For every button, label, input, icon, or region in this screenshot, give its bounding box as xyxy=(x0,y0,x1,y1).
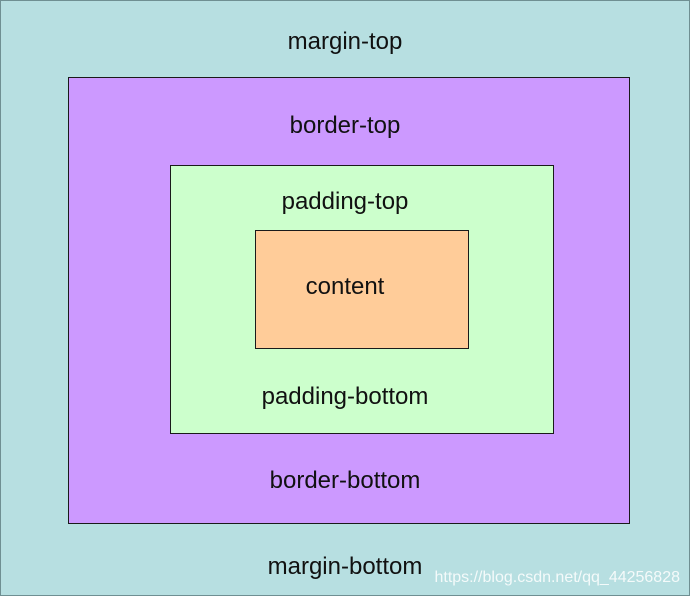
margin-bottom-label: margin-bottom xyxy=(267,553,423,580)
content-label: content xyxy=(305,273,385,300)
margin-top-label: margin-top xyxy=(287,28,403,55)
border-bottom-label: border-bottom xyxy=(269,467,421,494)
padding-bottom-label: padding-bottom xyxy=(261,383,429,410)
border-top-label: border-top xyxy=(289,112,401,139)
content-area xyxy=(255,230,469,349)
watermark-text: https://blog.csdn.net/qq_44256828 xyxy=(434,569,680,586)
padding-top-label: padding-top xyxy=(281,188,409,215)
